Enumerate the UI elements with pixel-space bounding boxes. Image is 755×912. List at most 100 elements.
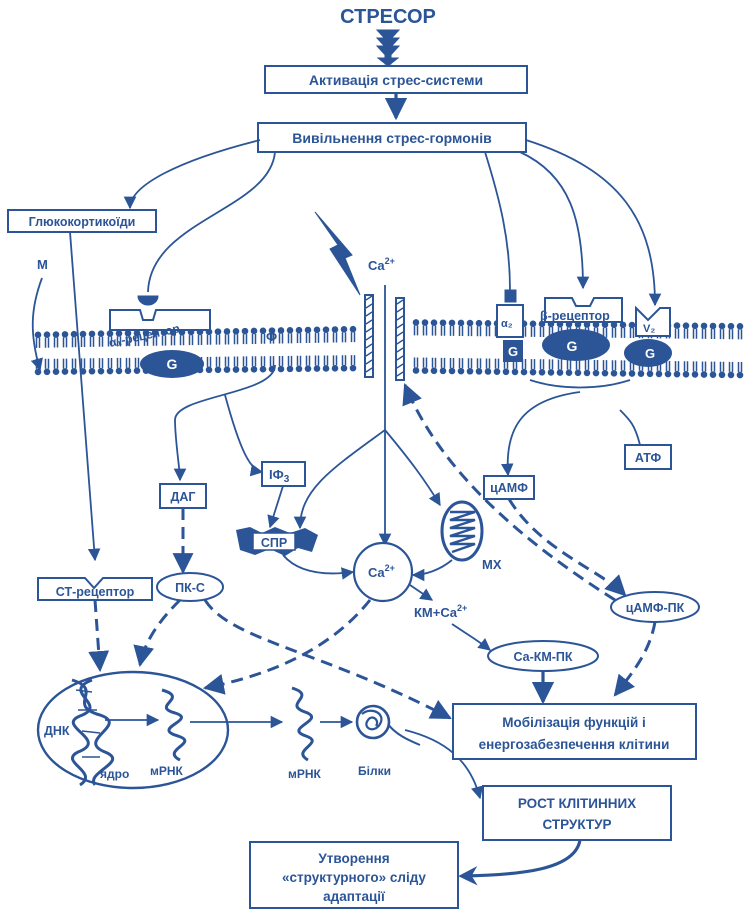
mobilization-label-line2: енергозабезпечення клітини <box>479 737 670 752</box>
lipid-tail-outer <box>53 337 59 348</box>
lipid-head-inner <box>574 369 582 377</box>
lipid-head-outer <box>295 326 303 334</box>
lipid-tail-inner <box>458 358 464 369</box>
lipid-head-outer <box>142 329 150 337</box>
lipid-tail-inner <box>548 359 554 370</box>
lipid-head-inner <box>466 367 474 375</box>
nucleus-label: ядро <box>100 767 129 781</box>
lipid-tail-outer <box>233 334 239 345</box>
lipid-tail-outer <box>728 329 734 340</box>
lipid-head-outer <box>412 319 420 326</box>
lipid-tail-inner <box>44 358 50 369</box>
alpha1-receptor <box>109 309 211 331</box>
lipid-tail-inner <box>287 355 293 366</box>
lipid-tail-inner <box>566 359 572 370</box>
lipid-head-inner <box>556 369 564 376</box>
lipid-tail-outer <box>152 335 158 346</box>
activation-box <box>264 65 528 94</box>
mx-label: МХ <box>482 557 502 572</box>
lipid-tail-outer <box>710 328 716 339</box>
lipid-head-outer <box>223 328 231 335</box>
ac-to-camp-arrow <box>500 391 581 477</box>
lipid-tail-inner <box>611 360 617 371</box>
lipid-tail-outer <box>170 335 176 346</box>
lipid-tail-inner <box>665 361 671 372</box>
lipid-head-inner <box>250 366 258 373</box>
lipid-head-outer <box>430 319 438 326</box>
lipid-tail-outer <box>674 328 680 339</box>
alpha2-receptor <box>496 304 524 338</box>
growth-label-line1: РОСТ КЛІТИННИХ <box>518 796 636 811</box>
lipid-head-inner <box>97 367 105 375</box>
ca-to-km-arrow <box>409 584 434 601</box>
release-to-alpha1-line <box>147 151 276 293</box>
lipid-tail-outer <box>350 332 356 343</box>
m-label: М <box>37 257 48 272</box>
lipid-tail-outer <box>305 332 311 343</box>
lipid-tail-outer <box>467 326 473 337</box>
lipid-tail-inner <box>602 360 608 371</box>
g-protein-v2: G <box>624 339 672 367</box>
lipid-head-outer <box>43 331 51 338</box>
lipid-tail-outer <box>449 325 455 336</box>
lipid-tail-outer <box>332 332 338 343</box>
lipid-tail-outer <box>422 325 428 336</box>
lipid-tail-outer <box>224 334 230 345</box>
lipid-head-outer <box>286 327 294 334</box>
lipid-head-inner <box>115 367 123 375</box>
lipid-head-inner <box>664 370 672 378</box>
lipid-head-inner <box>502 368 510 376</box>
trace-label-line2: «структурного» сліду <box>282 870 426 885</box>
mitochondria-icon <box>440 500 484 562</box>
title-stressor: СТРЕСОР <box>340 6 436 28</box>
lipid-head-inner <box>412 367 420 374</box>
lipid-head-outer <box>457 319 465 327</box>
svg-text:G: G <box>167 356 178 372</box>
ca-channel-left <box>364 294 374 378</box>
st-receptor-box <box>37 577 153 601</box>
mrnk-inside-label: мРНК <box>150 764 184 778</box>
lipid-head-outer <box>682 322 690 329</box>
lipid-head-inner <box>43 368 51 376</box>
f-label: Ф <box>266 329 277 344</box>
lipid-head-inner <box>70 368 78 375</box>
lipid-tail-inner <box>584 359 590 370</box>
dna-double-helix <box>70 678 115 787</box>
activation-label: Активація стрес-системи <box>309 72 483 88</box>
lipid-head-inner <box>439 367 447 375</box>
trace-label-line3: адаптації <box>323 889 386 904</box>
lipid-head-inner <box>682 370 690 378</box>
lipid-head-outer <box>538 320 546 328</box>
lipid-head-outer <box>232 327 240 335</box>
lipid-head-inner <box>538 368 546 376</box>
lipid-tail-outer <box>44 337 50 348</box>
lipid-head-inner <box>592 369 600 377</box>
lipid-tail-inner <box>71 358 77 369</box>
lipid-head-outer <box>727 322 735 330</box>
lipid-tail-outer <box>287 333 293 344</box>
lipid-head-inner <box>106 367 114 375</box>
lipid-head-outer <box>322 326 330 333</box>
lipid-head-outer <box>601 321 609 329</box>
growth-box <box>482 785 672 841</box>
lipid-head-inner <box>547 369 555 376</box>
lipid-head-inner <box>79 368 87 375</box>
lipid-tail-outer <box>719 329 725 340</box>
lipid-tail-outer <box>296 333 302 344</box>
lipid-tail-outer <box>89 336 95 347</box>
lipid-head-outer <box>88 330 96 338</box>
lipid-head-outer <box>619 321 627 329</box>
trace-box <box>249 841 459 909</box>
lipid-tail-inner <box>80 358 86 369</box>
lipid-tail-inner <box>692 361 698 372</box>
lipid-head-inner <box>457 367 465 375</box>
lipid-tail-inner <box>620 360 626 371</box>
mrnk-outside-label: мРНК <box>288 767 322 781</box>
lipid-tail-inner <box>233 356 239 367</box>
lipid-tail-outer <box>161 335 167 346</box>
lipid-tail-inner <box>530 359 536 370</box>
lipid-tail-inner <box>134 357 140 368</box>
lipid-tail-inner <box>341 355 347 366</box>
lipid-head-outer <box>673 322 681 329</box>
ca-to-nucleus-arrow <box>202 599 372 695</box>
